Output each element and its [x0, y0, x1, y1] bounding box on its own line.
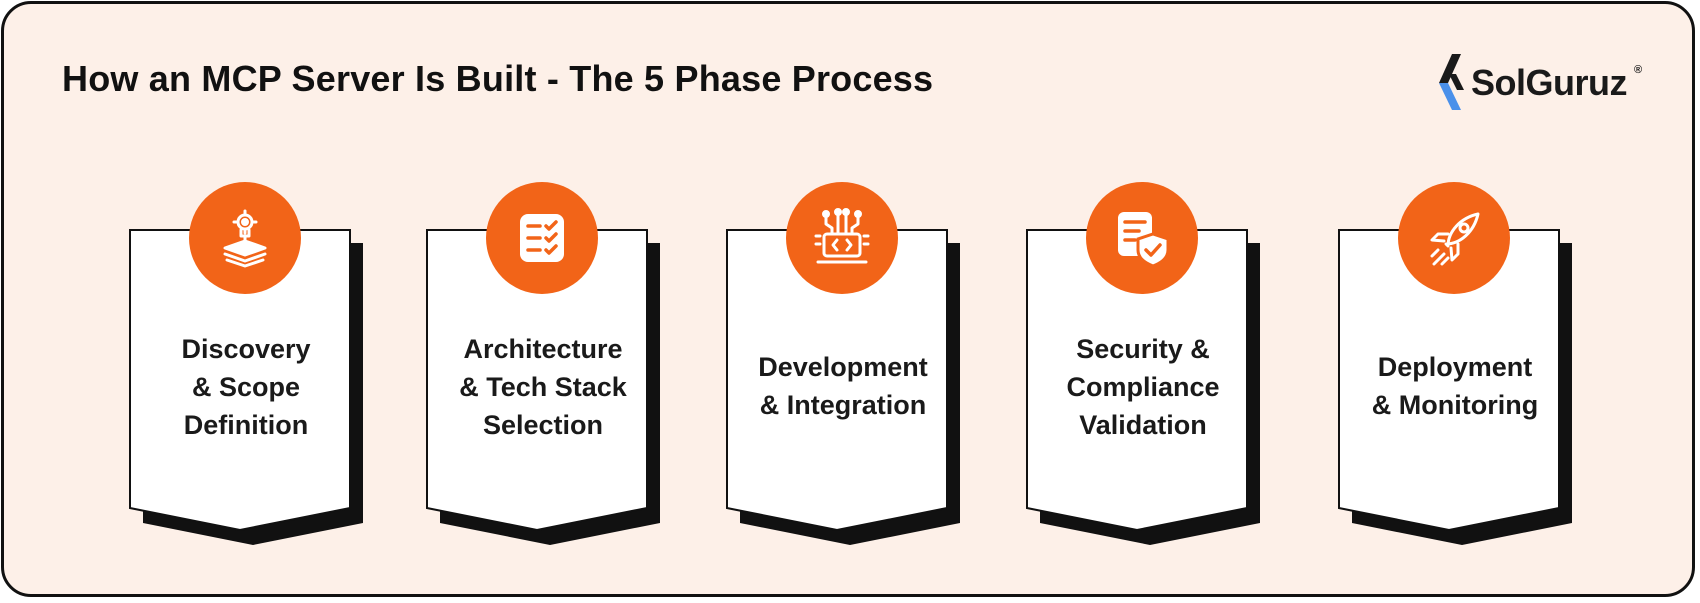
phase-icon-badge — [486, 182, 598, 294]
label-line: & Monitoring — [1371, 390, 1539, 420]
page-title: How an MCP Server Is Built - The 5 Phase… — [62, 58, 934, 99]
solguruz-logo-mark — [1439, 54, 1464, 110]
label-line: Discovery — [181, 334, 311, 364]
card-shape — [129, 229, 363, 545]
label-line: Compliance — [1066, 372, 1220, 402]
phase-card-3: Development & Integration — [725, 182, 977, 554]
label-line: & Scope — [191, 372, 301, 402]
card-shape — [1026, 229, 1260, 545]
phase-card-1: Discovery & Scope Definition — [128, 182, 380, 554]
phase-icon-badge — [1086, 182, 1198, 294]
label-line: Security & — [1076, 334, 1210, 364]
rocket-icon — [1430, 212, 1480, 266]
label-line: & Integration — [759, 390, 927, 420]
card-shape — [726, 229, 960, 545]
label-line: Selection — [482, 410, 604, 440]
phase-label: Development & Integration — [733, 348, 953, 424]
phase-label: Architecture & Tech Stack Selection — [433, 330, 653, 444]
phase-icon-badge — [786, 182, 898, 294]
phase-label: Deployment & Monitoring — [1345, 348, 1565, 424]
registered-mark: ® — [1634, 64, 1643, 76]
phase-icon-badge — [1398, 182, 1510, 294]
document-shield-icon — [1118, 212, 1170, 268]
card-shape — [1338, 229, 1572, 545]
phase-card-4: Security & Compliance Validation — [1025, 182, 1277, 554]
label-line: Definition — [183, 410, 309, 440]
phase-icon-badge — [189, 182, 301, 294]
card-shape — [426, 229, 660, 545]
label-line: Deployment — [1377, 352, 1533, 382]
phase-card-2: Architecture & Tech Stack Selection — [425, 182, 677, 554]
phase-label: Discovery & Scope Definition — [136, 330, 356, 444]
code-circuit-icon — [814, 208, 870, 264]
solguruz-logo: SolGuruz ® — [1432, 52, 1652, 112]
logo-wordmark: SolGuruz — [1471, 62, 1628, 103]
phase-card-5: Deployment & Monitoring — [1337, 182, 1589, 554]
label-line: Architecture — [463, 334, 623, 364]
label-line: & Tech Stack — [459, 372, 627, 402]
label-line: Development — [758, 352, 928, 382]
phase-label: Security & Compliance Validation — [1033, 330, 1253, 444]
label-line: Validation — [1079, 410, 1207, 440]
checklist-icon — [520, 214, 564, 262]
idea-layers-icon — [223, 209, 267, 268]
